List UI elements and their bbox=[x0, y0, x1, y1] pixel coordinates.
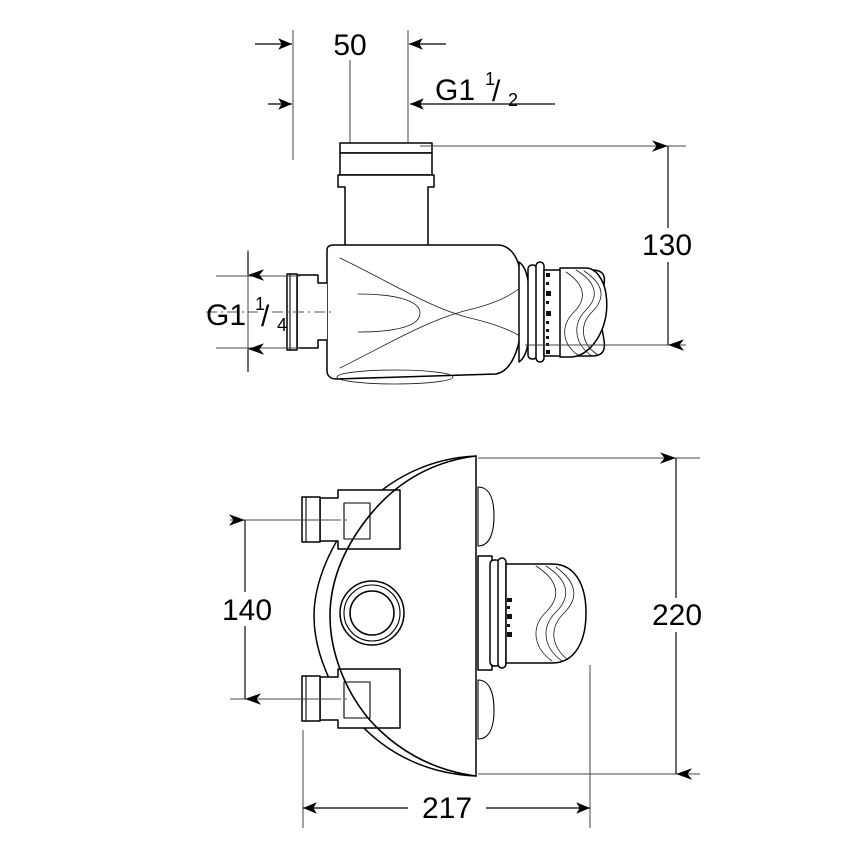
dimension-label-g1-half: G1 1 / 2 bbox=[435, 69, 518, 110]
plan-handle-grip bbox=[505, 563, 587, 664]
plan-handle-swirl-1 bbox=[535, 565, 557, 662]
dim-label-130-backing bbox=[630, 228, 704, 262]
dimension-label-130: 130 bbox=[642, 229, 692, 262]
handle-swirl-3 bbox=[564, 271, 583, 356]
dimension-label-g1-half-numerator: 1 bbox=[485, 69, 495, 89]
plan-handle-swirl-3 bbox=[553, 566, 575, 661]
fraction-slash-g1-half: / bbox=[492, 75, 501, 108]
dimension-label-217: 217 bbox=[422, 792, 472, 825]
dimension-label-g1-quarter-denominator: 4 bbox=[277, 315, 287, 335]
outlet-collar-body bbox=[339, 152, 433, 176]
handle-ring-b bbox=[535, 261, 545, 363]
valve-body bbox=[326, 244, 524, 380]
plan-temperature-scale-ticks bbox=[507, 598, 512, 637]
body-contour-lower bbox=[339, 287, 521, 369]
dim-label-217-backing bbox=[408, 790, 486, 824]
plan-outlet-boss-mid bbox=[343, 584, 401, 642]
riser-neck bbox=[337, 174, 435, 247]
plan-handle-shoulder bbox=[477, 555, 493, 671]
plan-outlet-bore bbox=[349, 590, 395, 636]
plan-body-front-arc bbox=[329, 455, 477, 777]
body-contour-upper bbox=[339, 257, 521, 337]
outlet-collar-top bbox=[339, 142, 433, 154]
handle-swirl-2 bbox=[583, 270, 602, 356]
dimension-label-g1-quarter-numerator: 1 bbox=[255, 294, 265, 314]
dimension-label-g1-half-prefix: G1 bbox=[435, 74, 475, 107]
plan-handle-swirl-2 bbox=[545, 565, 567, 662]
plan-view: 140 220 217 bbox=[210, 452, 714, 828]
dimension-label-g1-quarter: G1 1 / 4 bbox=[206, 294, 287, 335]
dimension-label-50: 50 bbox=[333, 29, 366, 62]
dim-label-220-backing bbox=[640, 598, 714, 632]
plan-handle-ring-b bbox=[497, 557, 507, 669]
side-elevation-view: 50 G1 1 / 2 bbox=[206, 29, 704, 385]
dimension-label-220: 220 bbox=[652, 599, 702, 632]
dimension-label-g1-half-denominator: 2 bbox=[508, 90, 518, 110]
dim-label-140-backing bbox=[210, 592, 284, 626]
plan-mount-lug-top bbox=[477, 486, 495, 547]
body-base-ellipse bbox=[336, 369, 454, 385]
handle-swirl-1 bbox=[575, 269, 595, 357]
dimension-label-g1-quarter-prefix: G1 bbox=[206, 299, 246, 332]
dimension-label-140: 140 bbox=[222, 594, 272, 627]
body-contour-lens bbox=[357, 293, 421, 333]
plan-mount-lug-bottom bbox=[477, 679, 495, 740]
fraction-slash-g1-quarter: / bbox=[261, 300, 270, 333]
